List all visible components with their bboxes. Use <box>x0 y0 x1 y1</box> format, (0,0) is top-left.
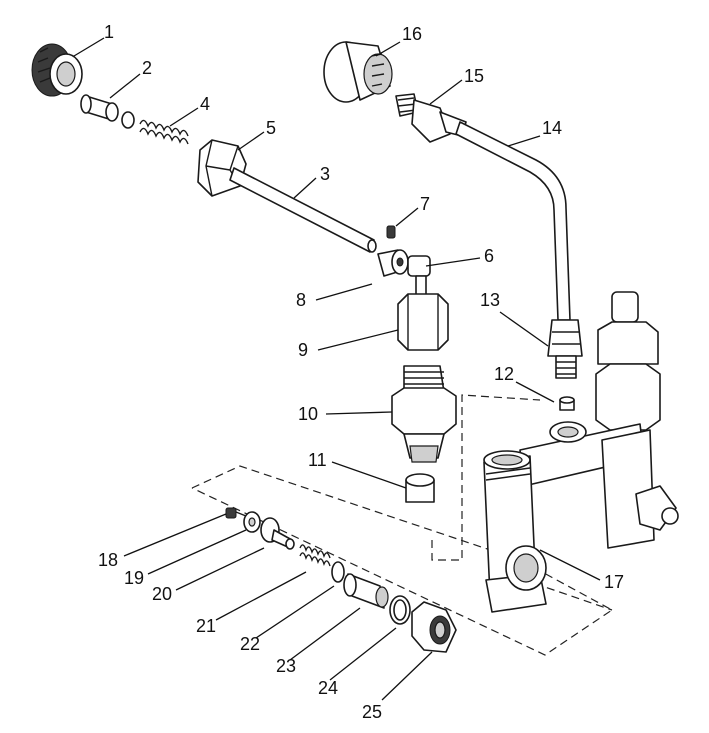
callout-20: 20 <box>152 584 172 604</box>
part-20-poppet <box>260 517 295 550</box>
callout-labels: 1 2 3 4 5 6 7 8 9 10 11 12 13 14 15 16 1… <box>98 22 624 722</box>
callout-16: 16 <box>402 24 422 44</box>
callout-9: 9 <box>298 340 308 360</box>
callout-5: 5 <box>266 118 276 138</box>
part-24-o-ring <box>389 595 411 625</box>
callout-13: 13 <box>480 290 500 310</box>
part-3-rod <box>229 167 377 253</box>
part-18-screw <box>225 507 247 519</box>
part-21-spring <box>299 544 331 567</box>
part-11-seat <box>405 473 435 503</box>
callout-15: 15 <box>464 66 484 86</box>
callout-19: 19 <box>124 568 144 588</box>
part-10-valve-body <box>391 365 457 463</box>
part-16-plug <box>323 41 393 103</box>
part-12-insert <box>559 396 575 411</box>
callout-7: 7 <box>420 194 430 214</box>
callout-14: 14 <box>542 118 562 138</box>
callout-17: 17 <box>604 572 624 592</box>
part-2-bushing <box>80 94 119 122</box>
callout-11: 11 <box>308 450 327 470</box>
part-6-stem <box>407 255 431 301</box>
callout-23: 23 <box>276 656 296 676</box>
callout-22: 22 <box>240 634 260 654</box>
part-22-o-ring <box>331 561 345 583</box>
part-23-seat <box>343 573 389 609</box>
part-13-fitting <box>547 319 583 379</box>
callout-25: 25 <box>362 702 382 722</box>
part-8-collar <box>377 249 409 277</box>
callout-4: 4 <box>200 94 210 114</box>
part-5-hex-nut <box>197 139 247 197</box>
callout-18: 18 <box>98 550 118 570</box>
callout-6: 6 <box>484 246 494 266</box>
callout-21: 21 <box>196 616 216 636</box>
part-19-washer <box>243 511 261 533</box>
callout-24: 24 <box>318 678 338 698</box>
part-25-cap-nut <box>411 601 457 653</box>
part-15-fitting <box>395 93 467 143</box>
part-1-plug <box>31 43 83 97</box>
callout-1: 1 <box>104 22 114 42</box>
part-17-manifold <box>483 291 679 613</box>
callout-8: 8 <box>296 290 306 310</box>
callout-3: 3 <box>320 164 330 184</box>
part-9-hex-nut <box>397 293 449 351</box>
callout-12: 12 <box>494 364 514 384</box>
part-14-tube <box>455 121 571 321</box>
part-4-spring <box>121 111 189 145</box>
leader-lines <box>73 37 601 701</box>
part-7-set-screw <box>386 225 396 239</box>
callout-10: 10 <box>298 404 318 424</box>
callout-2: 2 <box>142 58 152 78</box>
